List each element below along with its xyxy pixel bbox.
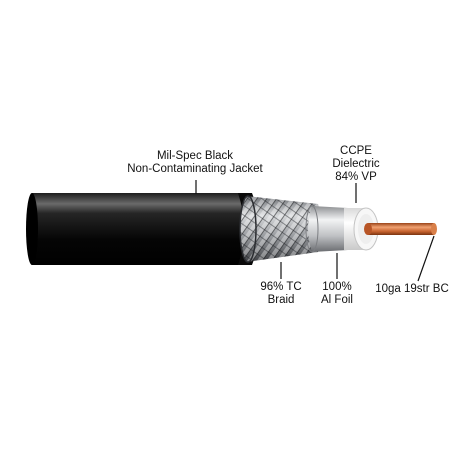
foil-label-line-2: Al Foil — [321, 294, 353, 306]
conductor-leader-line — [417, 235, 435, 282]
braid-label-line-2: Braid — [267, 294, 295, 306]
dielectric-label-line-3: 84% VP — [335, 171, 377, 183]
conductor-label-line-1: 10ga 19str BC — [375, 283, 449, 295]
center-conductor — [364, 223, 437, 235]
dielectric-label-line-2: Dielectric — [332, 158, 380, 170]
jacket-label-line-2: Non-Contaminating Jacket — [127, 163, 263, 175]
braid-label-line-1: 96% TC — [260, 281, 302, 293]
conductor-label: 10ga 19str BC — [374, 283, 450, 296]
jacket-label: Mil-Spec Black Non-Contaminating Jacket — [95, 150, 295, 176]
foil-label: 100% Al Foil — [305, 281, 369, 307]
leader-lines — [195, 180, 435, 282]
jacket-label-line-1: Mil-Spec Black — [156, 150, 234, 162]
jacket — [26, 193, 259, 265]
braid-label: 96% TC Braid — [246, 281, 316, 307]
foil-shield — [305, 205, 352, 253]
dielectric-label: CCPE Dielectric 84% VP — [316, 145, 396, 184]
dielectric-label-line-1: CCPE — [340, 145, 372, 157]
foil-label-line-1: 100% — [322, 281, 352, 293]
